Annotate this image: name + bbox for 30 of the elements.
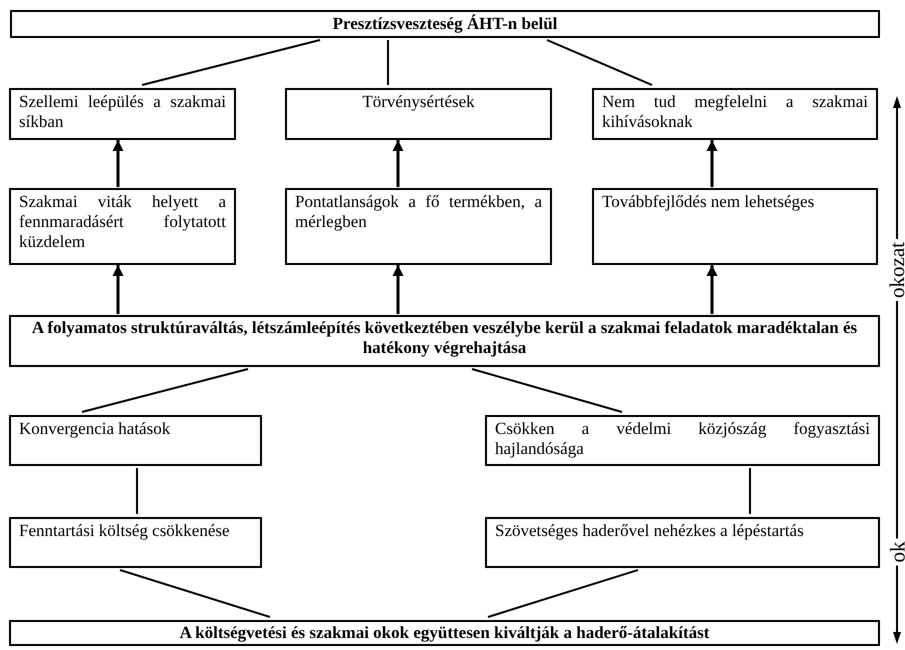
text-box: Szövetséges haderővel nehézkes a lépéstartás: [485, 517, 880, 568]
text-box: Presztízsveszteség ÁHT-n belül: [10, 10, 880, 38]
arrow: [706, 140, 718, 187]
text-box: Továbbfejlődés nem lehetséges: [592, 188, 878, 265]
connector-line: [142, 39, 320, 86]
connector-line: [749, 468, 751, 514]
arrow: [392, 140, 404, 187]
axis-label: okozat: [887, 239, 905, 301]
connector-line: [488, 569, 638, 618]
axis-label: ok: [887, 538, 905, 566]
text-box: Csökken a védelmi közjószág fogyasztási hajlandósága: [485, 415, 880, 466]
text-box: Szellemi leépülés a szakmai síkban: [9, 88, 236, 140]
arrow: [392, 265, 404, 314]
text-box: A folyamatos struktúraváltás, létszámleépítés következtében veszélybe kerül a szakmai feladatok maradéktalan és hatékony végrehajtása: [9, 315, 880, 367]
connector-line: [387, 40, 389, 85]
arrow: [112, 265, 124, 314]
text-box: Szakmai viták helyett a fennmaradásért folytatott küzdelem: [9, 188, 236, 265]
arrow: [706, 265, 718, 314]
text-box: Nem tud megfelelni a szakmai kihívásoknak: [592, 88, 878, 140]
connector-line: [82, 368, 248, 413]
connector-line: [120, 569, 270, 618]
text-box: Fenntartási költség csökkenése: [9, 517, 262, 568]
arrow: [112, 140, 124, 187]
connector-line: [546, 39, 652, 86]
connector-line: [136, 468, 138, 514]
text-box: Pontatlanságok a fő termékben, a mérlegben: [285, 188, 552, 265]
text-box: Törvénysértések: [285, 88, 552, 140]
connector-line: [472, 368, 622, 413]
text-box: A költségvetési és szakmai okok együttesen kiváltják a haderő-átalakítást: [9, 620, 880, 646]
text-box: Konvergencia hatások: [9, 415, 262, 466]
